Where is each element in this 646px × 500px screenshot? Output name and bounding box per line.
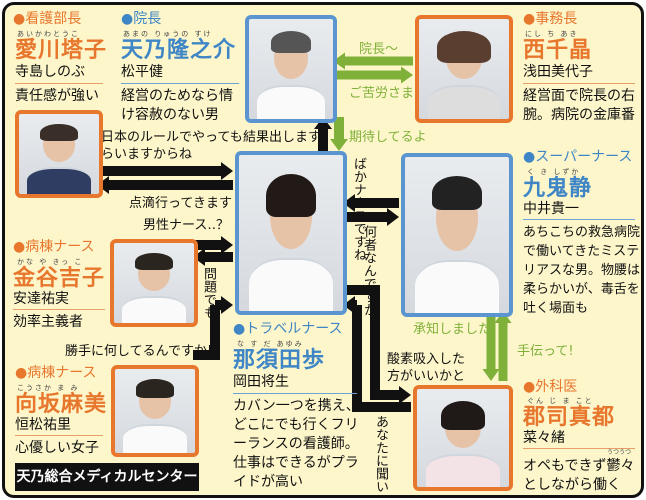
nasu-photo xyxy=(235,151,347,315)
label-aikawa-to-nasu: 日本のルールでやってもらいますからね xyxy=(101,130,243,162)
label-nasu-to-kanaya: 問題でも？ xyxy=(201,267,216,332)
arrow-kuki-to-nasu xyxy=(343,194,399,212)
arrow-kuki-to-gunji xyxy=(482,311,500,381)
kanaya-role: ●病棟ナース xyxy=(13,239,95,255)
kosaka-ruby: こうさか ま み xyxy=(17,384,80,392)
arrow-nasu-to-kanaya xyxy=(193,248,233,266)
nasu-name: 那須田歩 xyxy=(233,348,326,373)
arrow-nasu-to-kuki xyxy=(343,208,399,226)
label-amano-to-nasu: 期待してるよ xyxy=(349,130,427,145)
nasu-actor: 岡田将生 xyxy=(233,374,289,390)
label-nishi-to-amano: 院長〜 xyxy=(359,42,399,57)
label-nasu-to-kuki: 何者なんですか？ xyxy=(361,225,376,329)
gunji-role: ●外科医 xyxy=(523,379,578,395)
gunji-actor: 菜々緒 xyxy=(523,430,565,446)
kosaka-photo xyxy=(111,365,199,457)
nishi-ruby: にし ち あき xyxy=(525,30,579,38)
kuki-ruby: く き しずか xyxy=(527,168,581,176)
gunji-desc-ruby: うつうつ xyxy=(607,449,632,456)
nishi-desc: 経営面で院長の右腕。病院の金庫番 xyxy=(523,88,635,123)
kanaya-name: 金谷吉子 xyxy=(13,266,106,291)
kuki-actor: 中井貴一 xyxy=(523,201,579,217)
label-gunji-to-kuki: 手伝って! xyxy=(517,344,574,359)
arrow-amano-to-nasu xyxy=(330,117,348,151)
arrow-amano-to-nishi xyxy=(333,66,413,84)
label-nasu-to-aikawa: 点滴行ってきます xyxy=(129,196,232,211)
label-nasu-to-gunji: 酸素吸入した方がいいかと xyxy=(387,352,466,384)
aikawa-role: ●看護部長 xyxy=(13,11,82,27)
label-kanaya-to-nasu: 男性ナース‥？ xyxy=(143,218,230,233)
amano-role: ●院長 xyxy=(121,11,162,27)
nishi-photo xyxy=(415,15,513,123)
divider xyxy=(121,83,239,84)
divider xyxy=(523,219,635,220)
relation-arrows xyxy=(97,52,512,412)
divider xyxy=(233,393,357,394)
line-kosaka-nasu xyxy=(193,305,220,360)
kosaka-actor: 恒松祐里 xyxy=(15,417,71,433)
nasu-ruby: な す だ あゆみ xyxy=(237,340,304,348)
arrow-nasu-to-amano xyxy=(314,117,332,151)
hospital-name-banner: 天乃総合メディカルセンター xyxy=(15,463,199,491)
label-nasu-to-amano: 結果出します xyxy=(243,130,322,145)
arrow-nishi-to-amano xyxy=(333,52,413,70)
amano-photo xyxy=(245,15,337,123)
kuki-photo xyxy=(401,153,513,317)
gunji-desc: オペもできず鬱々としながら働く xyxy=(523,458,635,493)
amano-desc: 経営のためなら情け容赦のない男 xyxy=(121,88,233,123)
label-kuki-to-nasu: ばかナースですね xyxy=(351,157,366,261)
arrow-kanaya-to-nasu xyxy=(193,236,233,254)
amano-ruby: あまの りゅうの すけ xyxy=(123,30,213,38)
aikawa-desc: 責任感が強い xyxy=(15,88,99,104)
kosaka-role: ●病棟ナース xyxy=(15,365,97,381)
divider xyxy=(523,83,635,84)
nasu-desc: カバン一つを携え、どこにでも行くフリーランスの看護師。仕事はできるがプライドが高… xyxy=(233,398,360,490)
gunji-photo xyxy=(413,385,513,491)
arrow-to-nasu-from-kosaka xyxy=(215,296,233,314)
arrow-nasu-to-aikawa xyxy=(97,176,233,194)
amano-actor: 松平健 xyxy=(121,64,163,80)
divider xyxy=(15,83,103,84)
label-amano-to-nishi: ご苦労さま xyxy=(349,86,415,101)
kuki-role: ●スーパーナース xyxy=(523,149,633,165)
kuki-name: 九鬼静 xyxy=(523,176,593,201)
line-nasu-gunji xyxy=(345,285,400,400)
gunji-ruby: ぐん じ ま こと xyxy=(527,397,594,405)
label-gunji-to-nasu: あなたに聞いてません xyxy=(373,415,388,498)
aikawa-photo xyxy=(15,110,103,198)
divider xyxy=(15,435,103,436)
aikawa-ruby: あいかわとうこ xyxy=(17,30,80,38)
kuki-desc: あちこちの救急病院で働いてきたミステリアスな男。物腰は柔らかいが、毒舌を吐く場面… xyxy=(523,225,641,316)
nasu-role: ●トラベルナース xyxy=(233,321,343,337)
label-kosaka-to-nasu: 勝手に何してるんですか! xyxy=(65,344,213,359)
arrow-nasu-to-gunji xyxy=(390,386,411,404)
kanaya-desc: 効率主義者 xyxy=(13,314,83,330)
nishi-role: ●事務長 xyxy=(523,11,578,27)
aikawa-name: 愛川塔子 xyxy=(15,38,108,63)
arrow-aikawa-to-nasu xyxy=(97,162,233,180)
aikawa-actor: 寺島しのぶ xyxy=(15,64,85,80)
gunji-name: 郡司真都 xyxy=(523,405,616,430)
amano-name: 天乃隆之介 xyxy=(121,38,237,63)
kosaka-desc: 心優しい女子 xyxy=(15,440,99,456)
divider xyxy=(13,309,105,310)
kosaka-name: 向坂麻美 xyxy=(15,392,108,417)
divider xyxy=(523,448,635,449)
kanaya-photo xyxy=(110,239,198,327)
nishi-name: 西千晶 xyxy=(523,38,593,63)
arrow-gunji-to-kuki xyxy=(494,311,512,381)
arrow-gunji-to-nasu xyxy=(343,296,357,314)
nishi-actor: 浅田美代子 xyxy=(523,64,593,80)
kanaya-actor: 安達祐実 xyxy=(13,291,69,307)
kanaya-ruby: かな や きっ こ xyxy=(17,258,84,266)
label-kuki-to-gunji: 承知しました xyxy=(413,322,492,337)
line-gunji-nasu xyxy=(352,305,411,412)
